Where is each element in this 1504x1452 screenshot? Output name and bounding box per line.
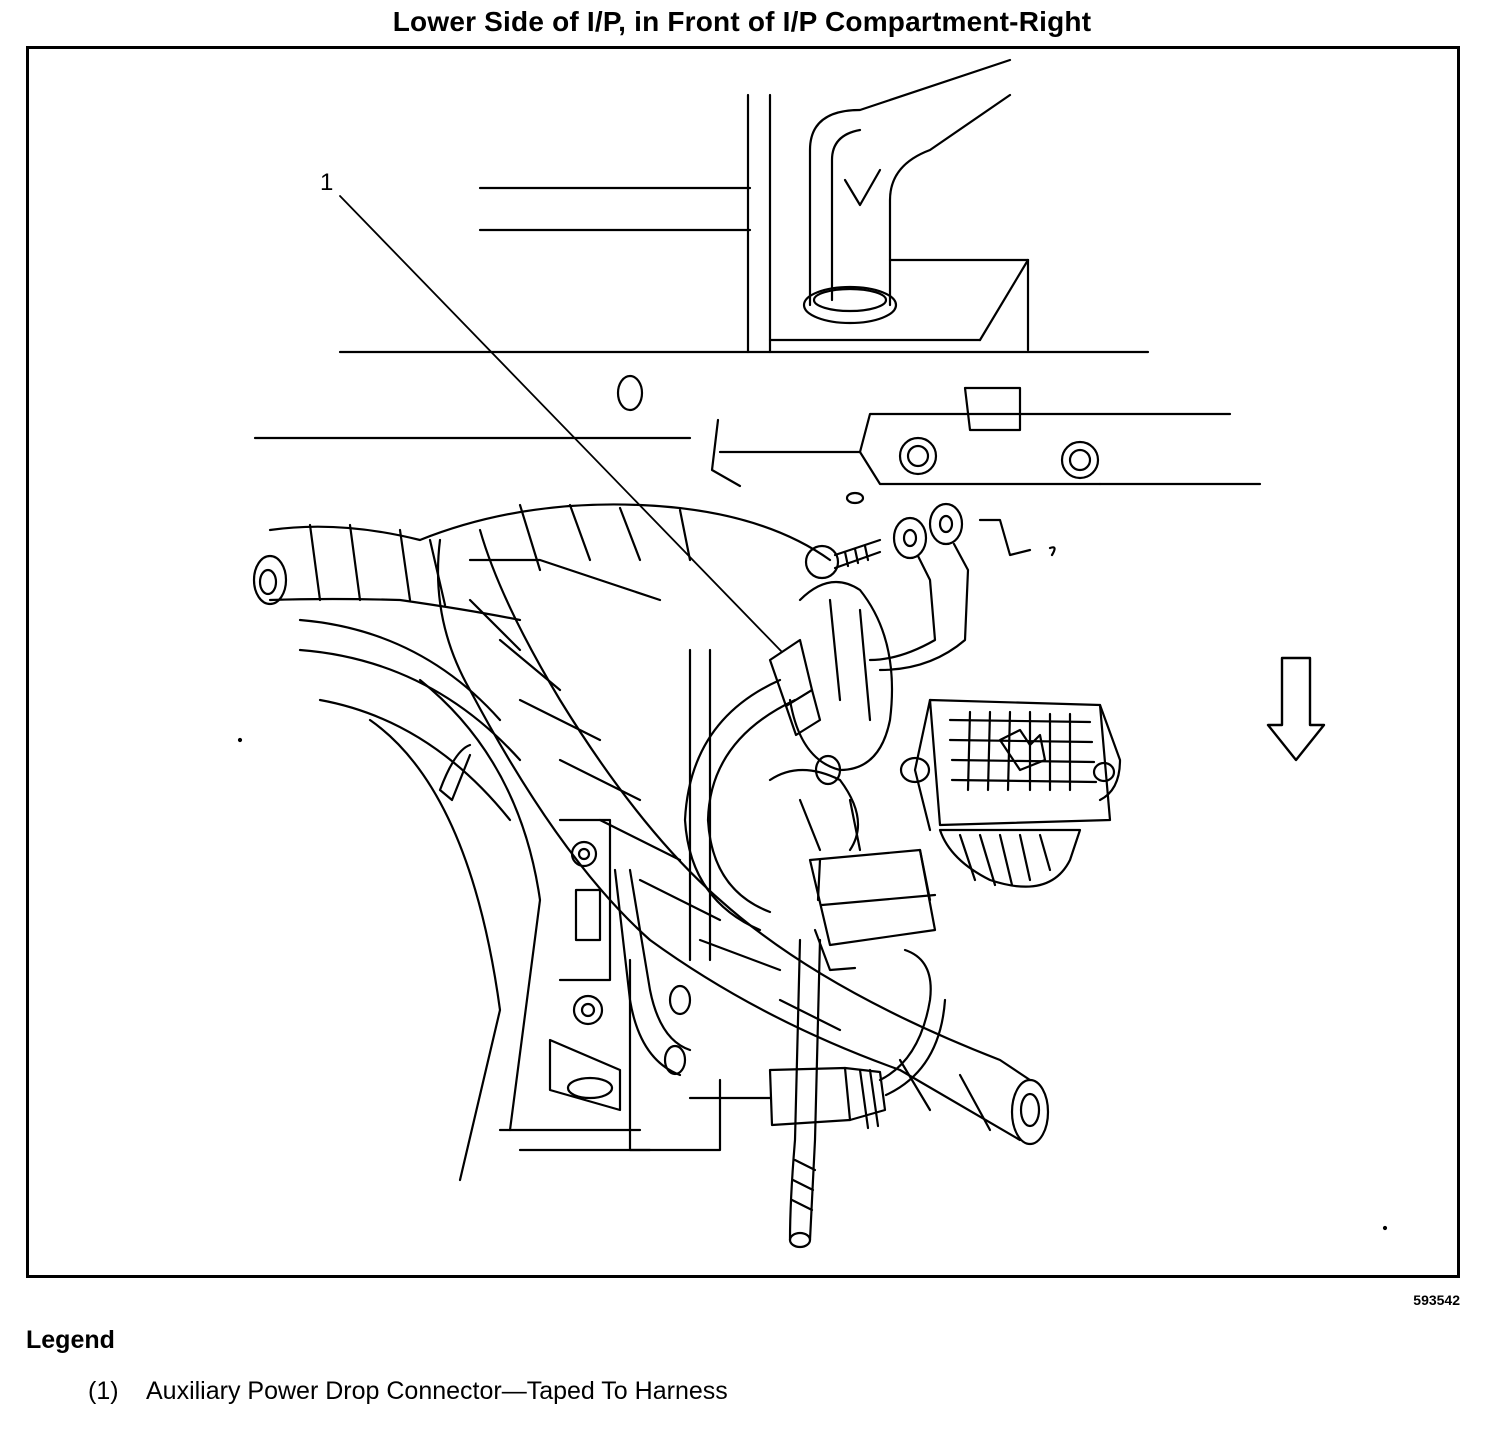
aux-power-drop-connector — [768, 580, 894, 772]
legend-item-number: (1) — [88, 1377, 119, 1405]
figure-title: Lower Side of I/P, in Front of I/P Compa… — [392, 6, 1092, 37]
legend-heading: Legend — [26, 1326, 115, 1354]
bracket-bolts — [898, 436, 1100, 480]
lower-drop-wire — [688, 938, 947, 1249]
legend-item: (1) Auxiliary Power Drop Connector—Taped… — [88, 1376, 728, 1406]
legend-item-text: Auxiliary Power Drop Connector—Taped To … — [146, 1377, 728, 1405]
callout-leader-1 — [339, 195, 783, 653]
dash-structure — [253, 93, 1262, 505]
illustration-frame — [26, 46, 1460, 1278]
callout-label-1: 1 — [320, 169, 333, 196]
loop-wires — [613, 678, 797, 1077]
right-junction-block — [899, 698, 1122, 888]
figure-id: 593542 — [1413, 1292, 1460, 1308]
air-duct — [802, 58, 1012, 325]
ground-terminals — [804, 502, 1056, 672]
left-panel-curves — [298, 618, 652, 1182]
inline-connector — [768, 754, 937, 972]
arrow-down-icon — [1266, 656, 1326, 762]
main-harness — [252, 503, 1050, 1146]
